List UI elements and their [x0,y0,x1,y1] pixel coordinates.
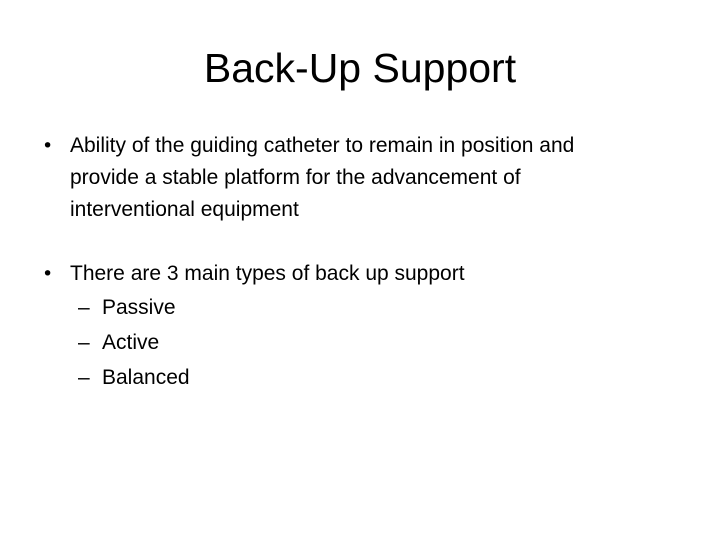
sub-bullet-line: Balanced [102,366,190,389]
bullet-line: interventional equipment [70,198,299,221]
dash-icon: – [78,366,90,389]
bullet-item: • Ability of the guiding catheter to rem… [42,130,702,226]
bullet-line: There are 3 main types of back up suppor… [70,262,465,285]
bullet-line: provide a stable platform for the advanc… [70,166,521,189]
sub-bullet-list: – Passive – Active – Balanced [42,290,702,395]
bullet-line: Ability of the guiding catheter to remai… [70,134,575,157]
bullet-text: There are 3 main types of back up suppor… [70,258,702,290]
sub-bullet-line: Active [102,331,160,354]
bullet-icon: • [42,263,54,285]
sub-bullet-item: – Balanced [42,360,702,395]
bullet-item: • There are 3 main types of back up supp… [42,258,702,290]
slide-body: • Ability of the guiding catheter to rem… [42,130,702,395]
bullet-text: Ability of the guiding catheter to remai… [70,130,702,226]
dash-icon: – [78,296,90,319]
sub-bullet-item: – Passive [42,290,702,325]
sub-bullet-line: Passive [102,296,176,319]
bullet-icon: • [42,135,54,157]
sub-bullet-item: – Active [42,325,702,360]
dash-icon: – [78,331,90,354]
slide-title: Back-Up Support [203,45,517,91]
